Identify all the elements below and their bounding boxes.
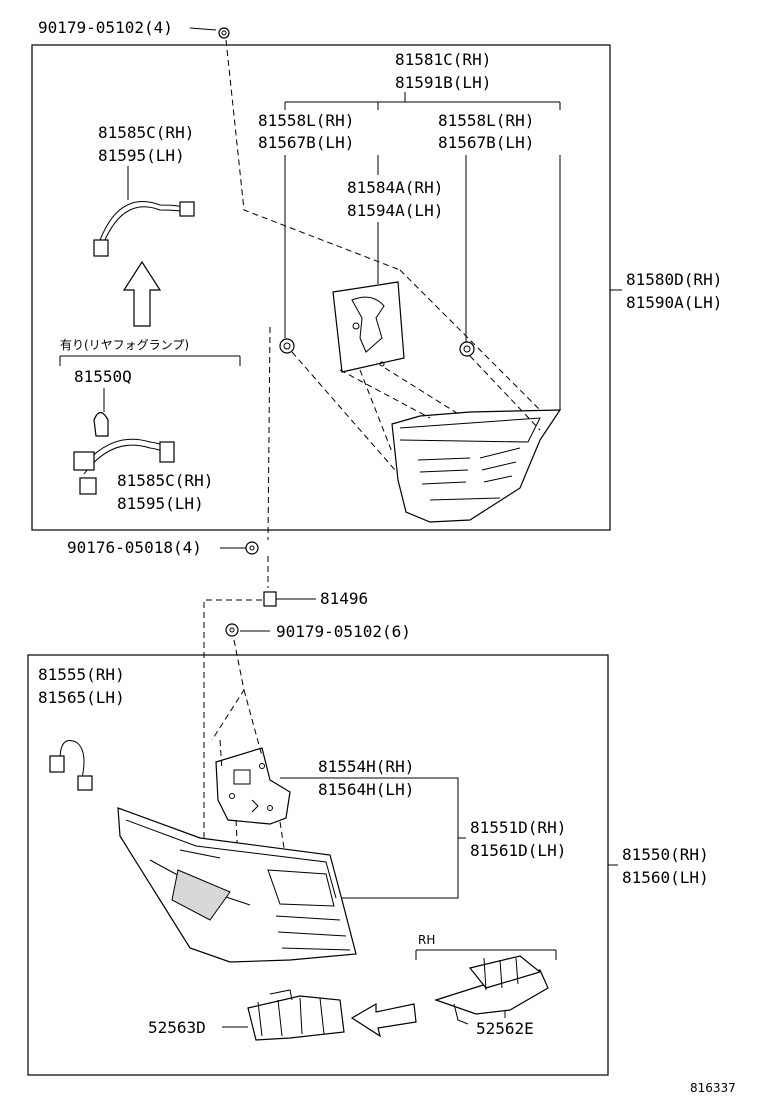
- label-socket-fog-lh: 81595(LH): [117, 494, 204, 513]
- label-gasket-c-rh: 81554H(RH): [318, 757, 414, 776]
- gasket-c-icon: [215, 747, 291, 825]
- socket-harness-fog-icon: [73, 438, 175, 495]
- arrow-left-icon: [350, 1002, 417, 1038]
- label-socket-top-rh: 81585C(RH): [98, 123, 194, 142]
- label-gasket-a-lh: 81567B(LH): [258, 133, 354, 152]
- protector-b-icon: [434, 955, 549, 1025]
- label-assy-top-lh: 81590A(LH): [626, 293, 722, 312]
- label-lens-bot-rh: 81551D(RH): [470, 818, 566, 837]
- label-socket-fog-rh: 81585C(RH): [117, 471, 213, 490]
- protector-a-icon: [247, 989, 345, 1041]
- label-protector-a: 52563D: [148, 1018, 206, 1037]
- label-top-nut: 90179-05102(4): [38, 18, 173, 37]
- label-mid-nut: 90179-05102(6): [276, 622, 411, 641]
- gasket-b-icon: [459, 341, 475, 357]
- socket-harness-top-icon: [93, 201, 195, 257]
- clip-icon: [263, 591, 294, 607]
- gasket-a-icon: [279, 338, 295, 354]
- nut-icon: [218, 27, 230, 39]
- label-gasket-c-lh: 81564H(LH): [318, 780, 414, 799]
- label-diagram-id: 816337: [690, 1081, 736, 1095]
- label-lens-rh: 81581C(RH): [395, 50, 491, 69]
- outer-lamp-icon: [117, 807, 357, 963]
- label-socket-bot-lh: 81565(LH): [38, 688, 125, 707]
- inner-lamp-icon: [391, 409, 562, 523]
- mid-nut-icon: [225, 623, 239, 637]
- label-fog-note: 有り(リヤフォグランプ): [60, 338, 189, 352]
- label-assy-bot-lh: 81560(LH): [622, 868, 709, 887]
- label-lens-bot-lh: 81561D(LH): [470, 841, 566, 860]
- top-assembly-box: [31, 44, 611, 531]
- label-rh-tag: RH: [418, 933, 435, 947]
- label-assy-bot-rh: 81550(RH): [622, 845, 709, 864]
- label-bolt: 90176-05018(4): [67, 538, 202, 557]
- socket-harness-bottom-icon: [49, 740, 93, 791]
- label-socket-top-lh: 81595(LH): [98, 146, 185, 165]
- label-clip: 81496: [320, 589, 368, 608]
- label-gasket-b-rh: 81558L(RH): [438, 111, 534, 130]
- label-assy-top-rh: 81580D(RH): [626, 270, 722, 289]
- bracket-icon: [332, 281, 405, 373]
- label-protector-b: 52562E: [476, 1019, 534, 1038]
- arrow-up-icon: [122, 260, 162, 327]
- bolt-icon: [245, 541, 259, 555]
- label-gasket-a-rh: 81558L(RH): [258, 111, 354, 130]
- label-gasket-b-lh: 81567B(LH): [438, 133, 534, 152]
- label-bracket-lh: 81594A(LH): [347, 201, 443, 220]
- label-bracket-rh: 81584A(RH): [347, 178, 443, 197]
- label-socket-bot-rh: 81555(RH): [38, 665, 125, 684]
- bulb-icon: [93, 411, 109, 437]
- label-bulb: 81550Q: [74, 367, 132, 386]
- label-lens-lh: 81591B(LH): [395, 73, 491, 92]
